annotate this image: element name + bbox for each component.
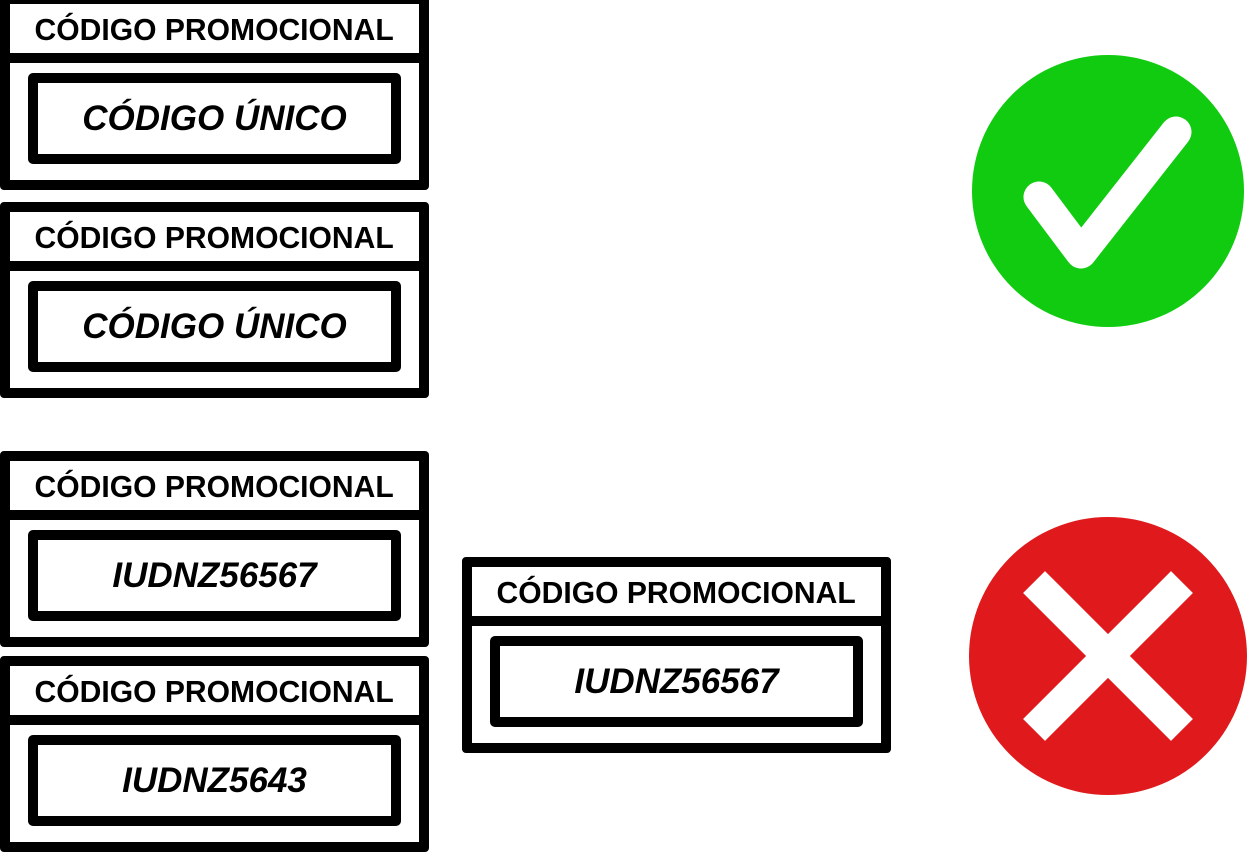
promo-code-box: IUDNZ5643 [28, 735, 401, 826]
promo-code-box: CÓDIGO ÚNICO [28, 281, 401, 372]
promo-card-invalid-3: CÓDIGO PROMOCIONAL IUDNZ56567 [462, 557, 891, 753]
promo-code-box: IUDNZ56567 [490, 636, 863, 727]
x-icon [969, 517, 1247, 795]
check-icon [972, 55, 1244, 327]
promo-code-value: CÓDIGO ÚNICO [82, 99, 347, 138]
promo-card-header: CÓDIGO PROMOCIONAL [10, 212, 419, 271]
promo-card-title: CÓDIGO PROMOCIONAL [34, 12, 395, 47]
promo-card-invalid-2: CÓDIGO PROMOCIONAL IUDNZ5643 [0, 656, 429, 852]
promo-card-title: CÓDIGO PROMOCIONAL [496, 575, 857, 610]
promo-code-box: CÓDIGO ÚNICO [28, 73, 401, 164]
promo-card-header: CÓDIGO PROMOCIONAL [10, 666, 419, 725]
promo-card-valid-2: CÓDIGO PROMOCIONAL CÓDIGO ÚNICO [0, 202, 429, 398]
promo-card-invalid-1: CÓDIGO PROMOCIONAL IUDNZ56567 [0, 451, 429, 647]
promo-code-value: IUDNZ5643 [122, 761, 307, 800]
promo-card-title: CÓDIGO PROMOCIONAL [34, 674, 395, 709]
promo-card-valid-1: CÓDIGO PROMOCIONAL CÓDIGO ÚNICO [0, 0, 429, 190]
promo-code-value: IUDNZ56567 [112, 556, 317, 595]
promo-code-box: IUDNZ56567 [28, 530, 401, 621]
promo-card-title: CÓDIGO PROMOCIONAL [34, 469, 395, 504]
promo-code-value: CÓDIGO ÚNICO [82, 307, 347, 346]
promo-code-value: IUDNZ56567 [574, 662, 779, 701]
promo-card-header: CÓDIGO PROMOCIONAL [10, 461, 419, 520]
promo-card-title: CÓDIGO PROMOCIONAL [34, 220, 395, 255]
promo-card-header: CÓDIGO PROMOCIONAL [472, 567, 881, 626]
promo-card-header: CÓDIGO PROMOCIONAL [10, 4, 419, 63]
